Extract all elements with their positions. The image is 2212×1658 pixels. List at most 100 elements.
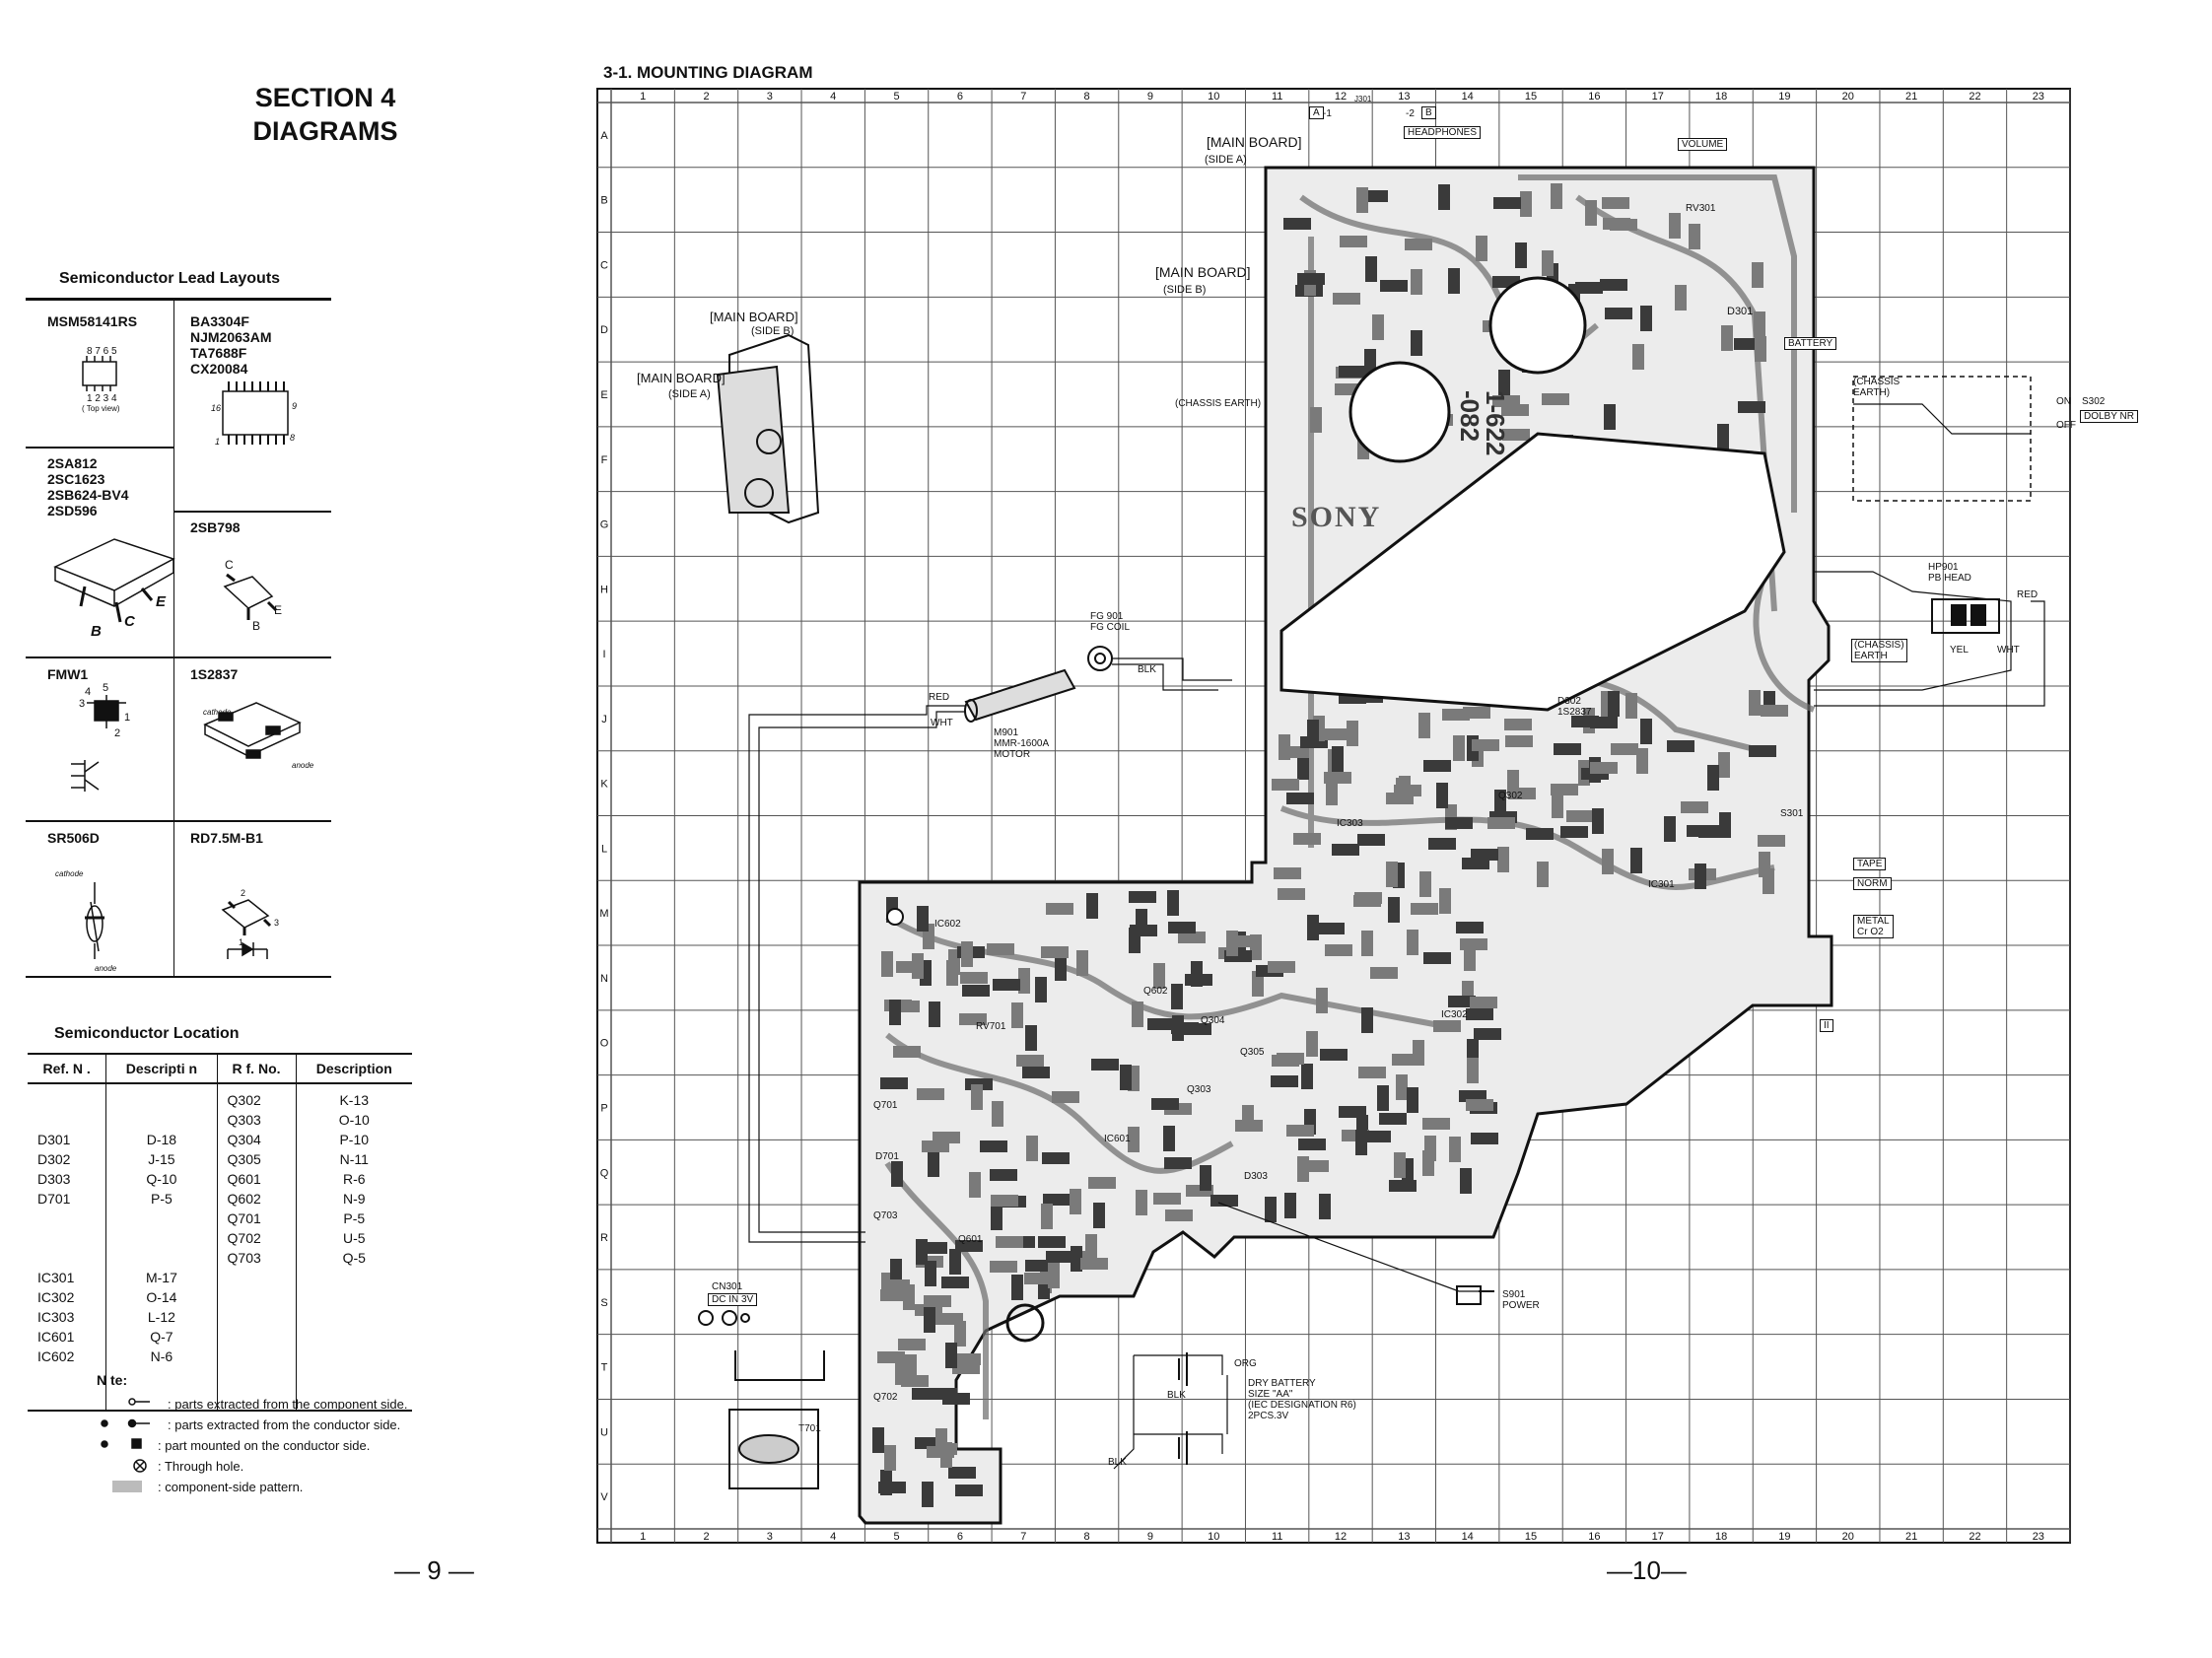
note-line: : parts extracted from the conductor sid…	[168, 1417, 401, 1432]
component-pad	[1448, 996, 1476, 1007]
label-m901: M901 MMR-1600A MOTOR	[994, 727, 1050, 760]
component-pad	[1605, 308, 1632, 319]
ref-diodes: D301 D302 D303 D701	[37, 1132, 71, 1207]
component-pad	[1640, 306, 1652, 331]
label-main-board-b: [MAIN BOARD]	[1155, 264, 1251, 280]
component-pad	[1164, 1157, 1192, 1169]
board-number: 1-622 -082	[1455, 390, 1510, 456]
col-label-top: 6	[957, 91, 963, 103]
label-volume: VOLUME	[1678, 138, 1728, 151]
component-pad	[1501, 404, 1529, 416]
component-pad	[1603, 218, 1630, 230]
component-pad	[1268, 961, 1295, 973]
component-pad	[917, 906, 929, 932]
component-pad	[1411, 269, 1422, 295]
label-ii: II	[1820, 1019, 1833, 1032]
label-battery: BATTERY	[1784, 337, 1837, 350]
col-label-top: 5	[894, 91, 900, 103]
col-label-top: 3	[767, 91, 773, 103]
col-label-top: 1	[640, 91, 646, 103]
col-label-bottom: 12	[1335, 1531, 1347, 1543]
col-label-bottom: 4	[830, 1531, 836, 1543]
component-pad	[1428, 838, 1456, 850]
col-label-top: 7	[1020, 91, 1026, 103]
mounting-hole	[886, 908, 904, 926]
component-pad	[1554, 743, 1581, 755]
label-q304: Q304	[1201, 1015, 1225, 1026]
component-pad	[1128, 1127, 1140, 1152]
component-pad	[1439, 888, 1451, 914]
component-pad	[1274, 867, 1301, 879]
component-pad	[959, 1013, 987, 1025]
component-pad	[1278, 888, 1305, 900]
component-pad	[925, 1261, 936, 1286]
component-pad	[1076, 950, 1088, 976]
location-table: Ref. N . Descripti n R f. No. Descriptio…	[28, 1053, 412, 1412]
label-off: OFF	[2056, 420, 2076, 431]
label-d302: D302 1S2837	[1557, 696, 1592, 718]
row-label: B	[600, 195, 607, 207]
label-blk-3: BLK	[1108, 1457, 1127, 1468]
component-pad	[1602, 849, 1614, 874]
component-pad	[1356, 187, 1368, 213]
component-pad	[1575, 282, 1603, 294]
component-pad	[1754, 311, 1765, 337]
col-label-bottom: 21	[1905, 1531, 1917, 1543]
notes-title: N te:	[97, 1372, 128, 1388]
component-pad	[1265, 1197, 1277, 1222]
grid-rule-top	[26, 298, 331, 301]
component-pad	[1317, 923, 1345, 934]
component-pad	[1011, 1002, 1023, 1028]
component-pad	[1445, 817, 1473, 829]
component-pad	[922, 1482, 933, 1507]
col-label-bottom: 14	[1462, 1531, 1474, 1543]
component-pad	[1048, 1263, 1060, 1288]
component-pad	[1763, 868, 1774, 894]
component-pad	[1632, 344, 1644, 370]
component-pad	[1453, 735, 1465, 761]
component-pad	[1755, 336, 1766, 362]
label-ic301: IC301	[1648, 879, 1675, 890]
fg-coil-icon	[1087, 646, 1113, 671]
sb798-pin-c: C	[225, 558, 234, 572]
fmw1-pin-5: 5	[103, 682, 108, 694]
component-pad	[1178, 932, 1206, 943]
square-icon	[131, 1438, 142, 1449]
component-pad	[928, 1151, 939, 1177]
col-label-bottom: 16	[1588, 1531, 1600, 1543]
component-pad	[1604, 404, 1616, 430]
component-pad	[1091, 1059, 1119, 1071]
grid-rule-4	[26, 820, 331, 822]
through-hole-icon	[133, 1459, 147, 1473]
component-pad	[945, 1343, 957, 1368]
label-org: ORG	[1234, 1358, 1257, 1369]
component-pad	[1433, 1020, 1461, 1032]
component-pad	[962, 985, 990, 997]
msm-pins-bottom: 1 2 3 4	[87, 393, 117, 404]
component-pad	[882, 1279, 910, 1291]
rd75m-diode-icon	[221, 899, 270, 929]
section-number: SECTION 4	[254, 83, 396, 112]
label-metal: METAL Cr O2	[1853, 915, 1894, 938]
row-label: P	[600, 1102, 607, 1114]
component-pad	[1297, 754, 1309, 780]
component-pad	[1449, 1137, 1461, 1162]
row-label: T	[601, 1362, 608, 1374]
component-pad	[1669, 213, 1681, 239]
component-pad	[930, 1388, 957, 1400]
lead-name-sr506d: SR506D	[47, 830, 100, 846]
1s2837-cathode: cathode	[203, 708, 232, 717]
component-pad	[1675, 285, 1687, 311]
component-pad	[1307, 915, 1319, 940]
row-label: M	[599, 908, 608, 920]
component-pad	[1389, 1180, 1417, 1192]
component-pad	[1024, 1273, 1052, 1284]
col-label-bottom: 10	[1208, 1531, 1219, 1543]
msm-pins-top: 8 7 6 5	[87, 346, 117, 357]
component-pad	[1600, 279, 1627, 291]
section-name: DIAGRAMS	[252, 116, 398, 146]
component-pad	[878, 1482, 906, 1493]
col-label-top: 18	[1715, 91, 1727, 103]
grid-rule-2	[173, 511, 331, 513]
component-pad	[1590, 717, 1618, 728]
